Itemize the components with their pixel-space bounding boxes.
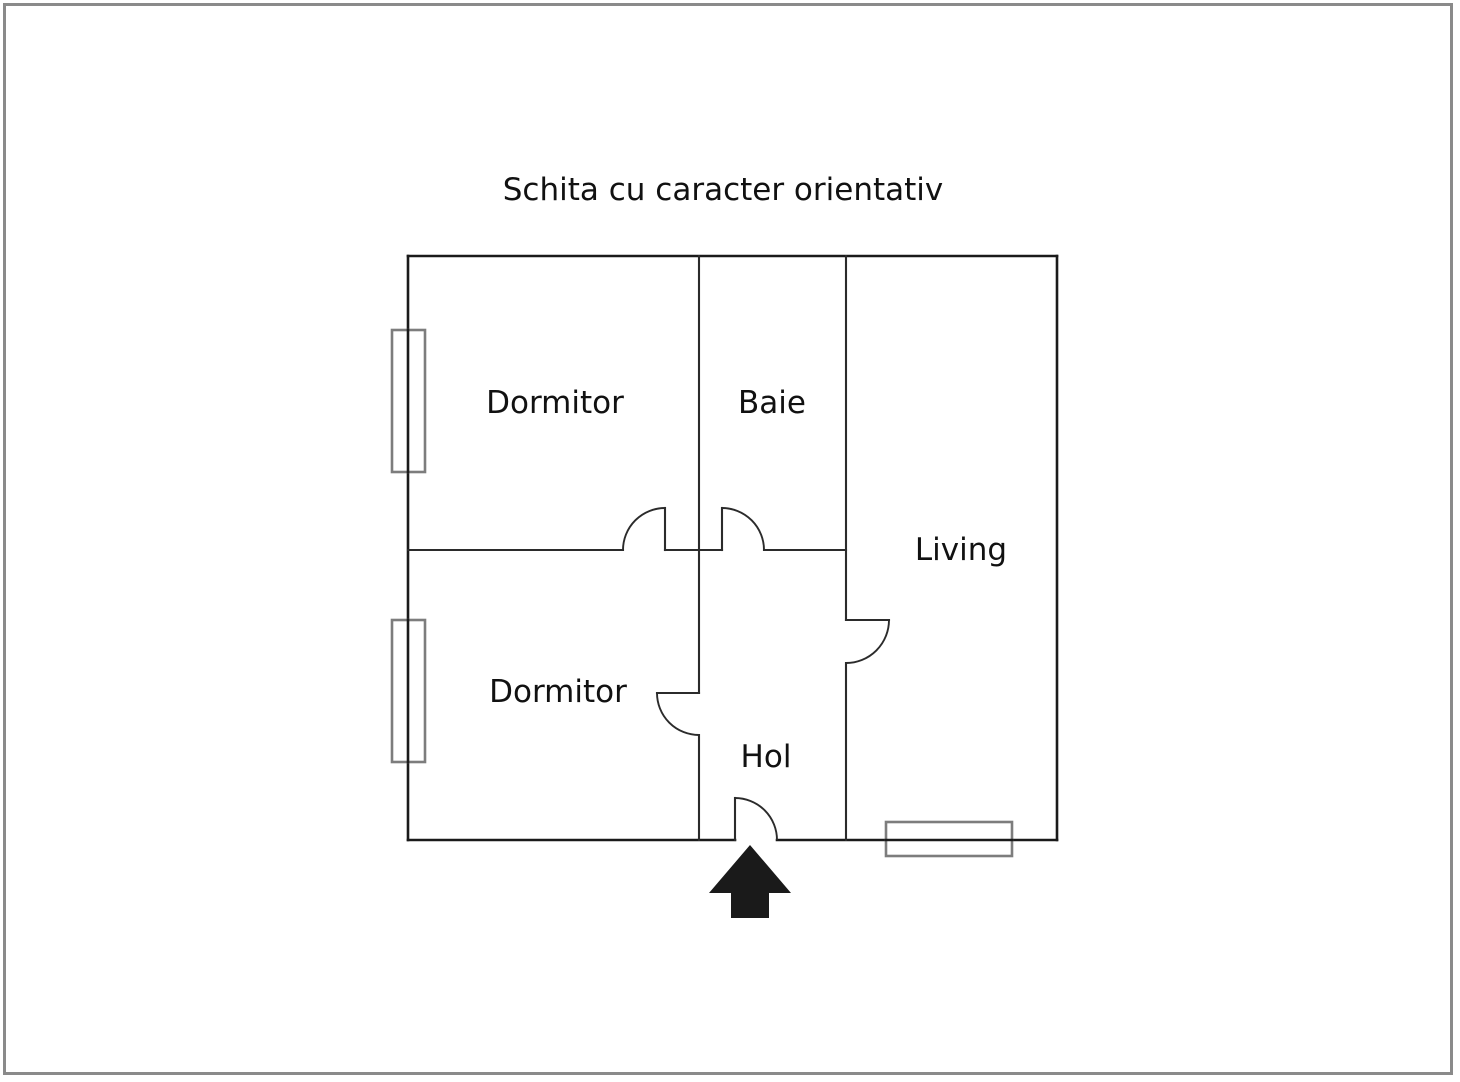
room-label-living: Living [915,532,1007,568]
door-baie-arc [721,507,765,551]
door-dormitor-bottom-arc [656,692,700,736]
room-label-dormitor-top: Dormitor [486,385,624,421]
door-living-arc [845,619,890,664]
page-border-frame [3,3,1453,1075]
entrance-arrow-icon [709,845,791,918]
room-label-hol: Hol [741,739,792,775]
room-label-dormitor-bottom: Dormitor [489,674,627,710]
door-entrance-arc [734,797,778,841]
room-label-baie: Baie [738,385,806,421]
door-dormitor-top-arc [622,507,666,551]
page-title: Schita cu caracter orientativ [503,172,944,208]
